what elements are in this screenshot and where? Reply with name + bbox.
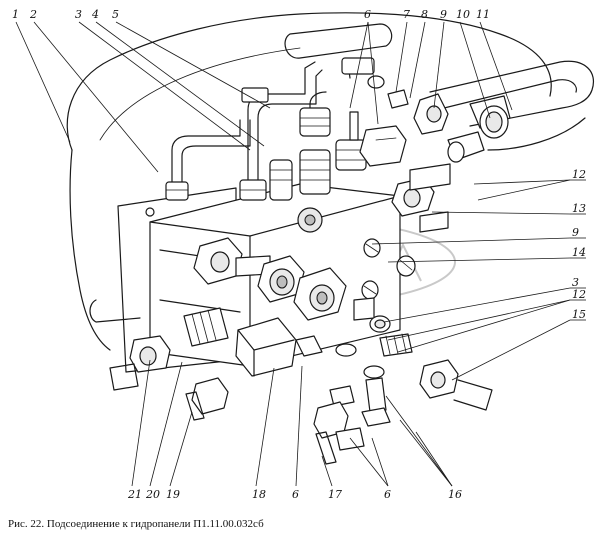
callout-label-9: 9 <box>572 226 579 239</box>
callout-label-20: 20 <box>145 488 160 501</box>
callout-leader-6 <box>349 437 389 487</box>
figure-caption: Рис. 22. Подсоединение к гидропанели П1.… <box>8 518 264 530</box>
callout-leader-15 <box>451 319 571 381</box>
callout-label-16: 16 <box>448 488 462 501</box>
callout-leader-16 <box>399 419 453 487</box>
callout-label-3: 3 <box>572 276 579 289</box>
callout-leader-3 <box>383 287 571 323</box>
callout-label-5: 5 <box>112 8 119 21</box>
callout-label-1: 1 <box>12 8 19 21</box>
callout-leader-16 <box>385 395 453 487</box>
callout-leader-9 <box>371 237 571 245</box>
callout-label-11: 11 <box>476 8 490 21</box>
callout-leader-11 <box>479 21 513 111</box>
callout-leader-5 <box>115 21 271 109</box>
callout-label-2: 2 <box>29 8 37 21</box>
callout-leader-3 <box>78 21 251 151</box>
callout-label-6: 6 <box>292 488 299 501</box>
top-fittings <box>165 75 511 201</box>
housing-outline <box>66 12 552 351</box>
center-fittings <box>193 237 375 321</box>
callout-leader-20 <box>149 361 183 487</box>
callout-label-17: 17 <box>328 488 342 501</box>
callout-leader-19 <box>169 411 193 487</box>
callout-label-7: 7 <box>403 8 410 21</box>
callout-label-8: 8 <box>421 8 428 21</box>
callout-leader-8 <box>409 21 426 99</box>
callout-leader-12 <box>473 179 571 185</box>
callout-label-3: 3 <box>75 8 82 21</box>
callout-leader-16 <box>415 431 453 487</box>
callout-leader-6 <box>367 21 379 125</box>
callout-label-9: 9 <box>440 8 447 21</box>
callout-leader-17 <box>321 455 333 487</box>
callout-leader-4 <box>95 21 265 147</box>
callout-leader-6 <box>371 437 389 487</box>
callout-leader-6 <box>295 365 303 487</box>
callout-label-6: 6 <box>364 8 371 21</box>
callout-label-14: 14 <box>572 246 586 259</box>
callout-label-19: 19 <box>166 488 180 501</box>
callout-label-21: 21 <box>127 488 142 501</box>
callout-leader-1 <box>15 21 71 143</box>
callout-leader-18 <box>255 367 275 487</box>
right-pipe <box>429 60 594 151</box>
callout-leader-12 <box>477 179 571 201</box>
callout-leader-12 <box>387 299 571 341</box>
lower-left-fittings <box>109 307 323 421</box>
callout-label-18: 18 <box>252 488 266 501</box>
callout-leader-12 <box>397 299 571 353</box>
callout-leader-10 <box>459 21 491 119</box>
callout-leader-21 <box>131 359 151 487</box>
callout-leader-13 <box>431 211 571 215</box>
right-fittings <box>391 163 451 233</box>
callout-label-4: 4 <box>91 8 99 21</box>
bent-tubes <box>171 61 331 193</box>
callout-leader-9 <box>433 21 445 109</box>
callout-leader-2 <box>33 21 159 173</box>
callout-label-13: 13 <box>572 202 586 215</box>
callout-leader-6 <box>349 21 369 109</box>
callout-label-12: 12 <box>572 168 586 181</box>
lower-right-fittings <box>313 315 493 465</box>
callout-label-6: 6 <box>384 488 391 501</box>
callout-leader-14 <box>387 257 571 263</box>
callout-label-15: 15 <box>572 308 586 321</box>
top-tube <box>284 23 393 79</box>
callout-label-10: 10 <box>456 8 470 21</box>
callout-leader-7 <box>395 21 408 93</box>
callout-label-12: 12 <box>572 288 586 301</box>
